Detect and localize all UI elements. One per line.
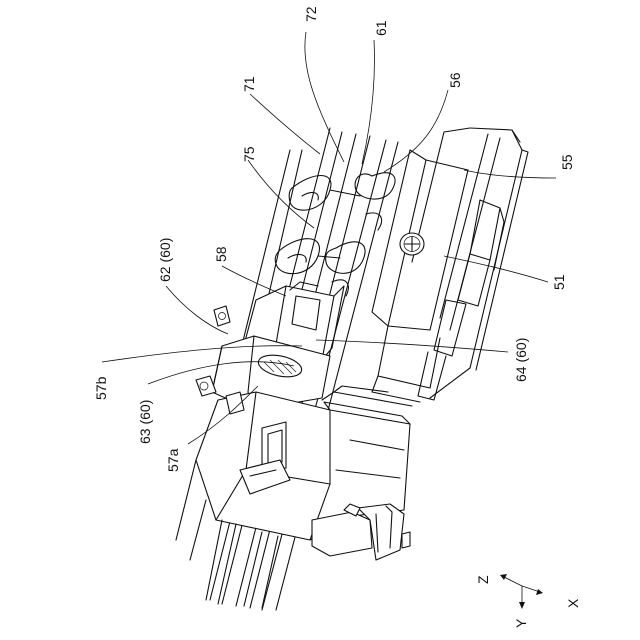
label-58: 58 xyxy=(213,246,229,262)
label-57a: 57a xyxy=(165,448,181,472)
label-75: 75 xyxy=(241,146,257,162)
reference-labels: 72 61 71 56 55 75 51 62 (60) 58 64 (60) … xyxy=(93,6,575,472)
screw-icon xyxy=(400,233,424,255)
label-71: 71 xyxy=(241,76,257,92)
axis-y-label: Y xyxy=(513,618,529,628)
label-64-60: 64 (60) xyxy=(513,338,529,382)
label-72: 72 xyxy=(303,6,319,22)
label-62-60: 62 (60) xyxy=(157,238,173,282)
housing-55 xyxy=(412,128,528,398)
z-arrow-icon xyxy=(500,574,507,580)
y-arrow-icon xyxy=(519,602,525,609)
frame-51 xyxy=(372,150,504,402)
label-63-60: 63 (60) xyxy=(137,400,153,444)
axis-z-label: Z xyxy=(475,575,491,584)
label-51: 51 xyxy=(551,274,567,290)
label-61: 61 xyxy=(373,20,389,36)
label-57b: 57b xyxy=(93,376,109,400)
label-56: 56 xyxy=(447,72,463,88)
axis-x-label: X xyxy=(565,598,581,608)
x-arrow-icon xyxy=(536,589,543,595)
label-55: 55 xyxy=(559,154,575,170)
coordinate-axes: Z Y X xyxy=(475,574,581,628)
